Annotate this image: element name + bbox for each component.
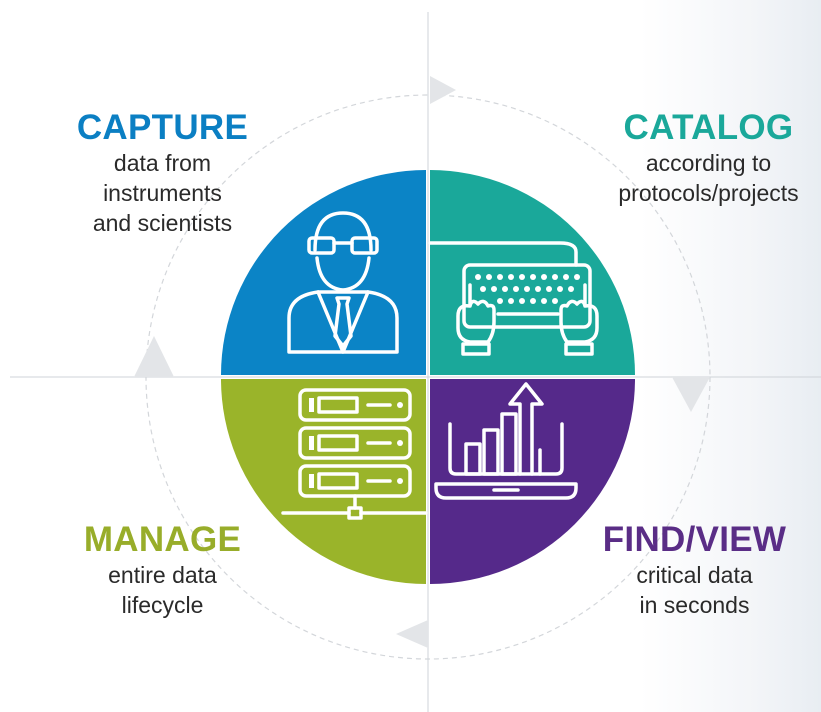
scientist-icon <box>287 211 399 354</box>
manage-description-line-2: lifecycle <box>121 592 204 618</box>
analytics-chart-icon <box>434 382 578 500</box>
server-stack-icon <box>281 388 428 520</box>
capture-description-line-1: data from <box>113 150 212 176</box>
capture-description-line-2: instruments <box>103 180 222 206</box>
findview-description-line-1: critical data <box>636 562 753 588</box>
findview-quadrant <box>430 379 635 584</box>
capture-quadrant <box>221 170 426 375</box>
cycle-arrow-bottom <box>396 620 428 648</box>
manage-quadrant <box>221 379 426 584</box>
manage-label-block: MANAGE entire data lifecycle <box>40 520 285 620</box>
catalog-description-line-1: according to <box>645 150 772 176</box>
keyboard-typing-icon <box>428 241 599 356</box>
catalog-description-line-2: protocols/projects <box>618 180 799 206</box>
catalog-label-block: CATALOG according to protocols/projects <box>586 108 821 208</box>
findview-title: FIND/VIEW <box>602 520 787 559</box>
manage-title: MANAGE <box>83 520 242 559</box>
cycle-arrow-left <box>134 336 174 377</box>
findview-label-block: FIND/VIEW critical data in seconds <box>572 520 817 620</box>
catalog-quadrant <box>430 170 635 375</box>
capture-description-line-3: and scientists <box>92 210 233 236</box>
manage-description-line-1: entire data <box>108 562 217 588</box>
capture-label-block: CAPTURE data from instruments and scient… <box>40 108 285 238</box>
cycle-arrow-right <box>672 377 710 412</box>
cycle-arrow-top <box>430 76 456 104</box>
findview-description-line-2: in seconds <box>639 592 750 618</box>
catalog-title: CATALOG <box>623 108 794 147</box>
capture-title: CAPTURE <box>76 108 249 147</box>
